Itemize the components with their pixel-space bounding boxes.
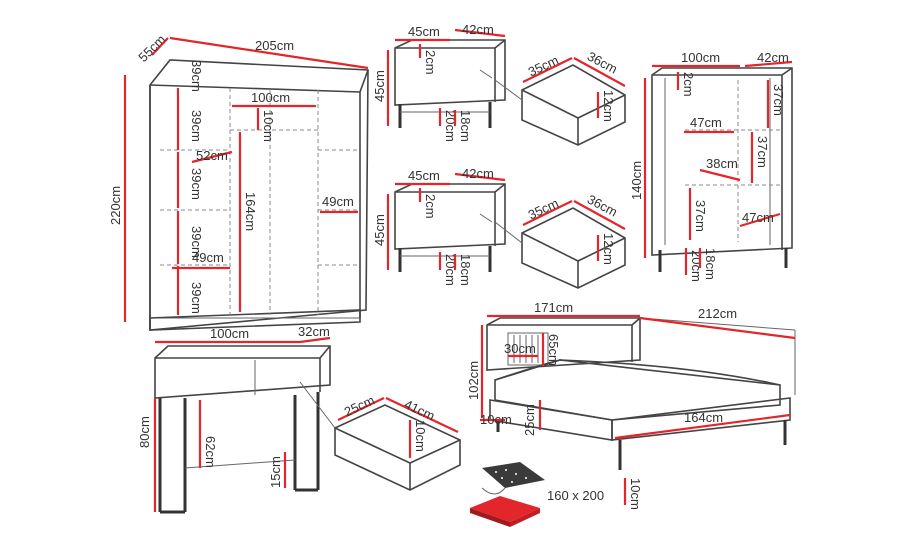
nightstand-top-depth: 42cm bbox=[462, 22, 494, 37]
nightstand-bottom-width: 45cm bbox=[408, 168, 440, 183]
bookcase-shelf-h2: 37cm bbox=[755, 136, 770, 168]
wardrobe-width-label: 205cm bbox=[255, 38, 294, 53]
bookcase-top-thickness: 2cm bbox=[681, 72, 696, 97]
wardrobe-shelf-height-1: 39cm bbox=[189, 110, 204, 142]
nightstand-bottom-height: 45cm bbox=[372, 214, 387, 246]
bookcase-shelf-w2: 38cm bbox=[706, 156, 738, 171]
nightstand-top-thickness: 2cm bbox=[423, 50, 438, 75]
drawer-bottom: 35cm 36cm 12cm bbox=[494, 191, 626, 289]
wardrobe: 55cm 205cm 220cm 39cm 39cm 39cm 39cm 39c… bbox=[108, 32, 369, 331]
mattress-icon: 160 x 200 bbox=[470, 462, 604, 527]
wardrobe-top-gap-label: 10cm bbox=[261, 110, 276, 142]
bed-inner-width: 164cm bbox=[684, 410, 723, 425]
wardrobe-depth-label: 55cm bbox=[135, 32, 168, 65]
drawer-bottom-height: 12cm bbox=[601, 233, 616, 265]
bookcase-height: 140cm bbox=[629, 161, 644, 200]
bookcase-width: 100cm bbox=[681, 50, 720, 65]
bed-leg-height: 10cm bbox=[628, 478, 643, 510]
bed-frame-height: 25cm bbox=[522, 404, 537, 436]
wardrobe-shelf-height-4: 39cm bbox=[189, 282, 204, 314]
bookcase-base-height: 18cm bbox=[703, 248, 718, 280]
console-height: 80cm bbox=[137, 416, 152, 448]
wardrobe-shelf-width-left2: 49cm bbox=[192, 250, 224, 265]
bookcase-shelf-w1: 47cm bbox=[690, 115, 722, 130]
bookcase-shelf-w3: 47cm bbox=[742, 210, 774, 225]
console-bar-height: 15cm bbox=[268, 456, 283, 488]
console-drawer-depth: 25cm bbox=[342, 392, 377, 419]
bookcase-shelf-h3: 37cm bbox=[693, 200, 708, 232]
drawer-top: 35cm 36cm 12cm bbox=[494, 48, 626, 146]
drawer-top-depth: 35cm bbox=[526, 52, 561, 79]
nightstand-bottom-depth: 42cm bbox=[462, 166, 494, 181]
wardrobe-shelf-height-2: 39cm bbox=[189, 168, 204, 200]
console-drawer-height: 10cm bbox=[413, 420, 428, 452]
wardrobe-shelf-height-3: 39cm bbox=[189, 226, 204, 258]
console-table: 100cm 32cm 80cm 62cm 15cm bbox=[137, 324, 336, 514]
nightstand-top-drawer-front: 18cm bbox=[458, 110, 473, 142]
nightstand-top: 45cm 42cm 45cm 2cm 20cm 18cm bbox=[372, 22, 506, 142]
bookcase-depth: 42cm bbox=[757, 50, 789, 65]
wardrobe-hanging-height-label: 164cm bbox=[243, 192, 258, 231]
nightstand-top-width: 45cm bbox=[408, 24, 440, 39]
bed-headboard-height: 102cm bbox=[466, 361, 481, 400]
bed-panel-height: 65cm bbox=[546, 334, 561, 366]
bookcase-shelf-h1: 37cm bbox=[771, 84, 786, 116]
wardrobe-rail-width-label: 100cm bbox=[251, 90, 290, 105]
bed-side-gap: 10cm bbox=[480, 412, 512, 427]
nightstand-bottom: 45cm 42cm 45cm 2cm 20cm 18cm bbox=[372, 166, 506, 286]
console-drawer: 25cm 41cm 10cm bbox=[334, 392, 461, 491]
bookcase-leg-height: 20cm bbox=[689, 250, 704, 282]
bookcase: 100cm 42cm 140cm 2cm 37cm 47cm 37cm 38cm… bbox=[629, 50, 793, 282]
console-width: 100cm bbox=[210, 326, 249, 341]
bed-length: 212cm bbox=[698, 306, 737, 321]
mattress-size-label: 160 x 200 bbox=[547, 488, 604, 503]
drawer-bottom-depth: 35cm bbox=[526, 195, 561, 222]
wardrobe-shelf-width-right: 49cm bbox=[322, 194, 354, 209]
wardrobe-shelf-height-5: 39cm bbox=[189, 60, 204, 92]
console-inner-height: 62cm bbox=[203, 436, 218, 468]
nightstand-bottom-drawer-front: 18cm bbox=[458, 254, 473, 286]
nightstand-bottom-thickness: 2cm bbox=[423, 194, 438, 219]
drawer-top-height: 12cm bbox=[601, 90, 616, 122]
nightstand-top-height: 45cm bbox=[372, 70, 387, 102]
wardrobe-height-label: 220cm bbox=[108, 186, 123, 225]
console-depth: 32cm bbox=[298, 324, 330, 339]
bed-panel-width: 30cm bbox=[504, 341, 536, 356]
wardrobe-shelf-width-left: 52cm bbox=[196, 148, 228, 163]
bed-headboard-width: 171cm bbox=[534, 300, 573, 315]
bed: 171cm 212cm 102cm 30cm 65cm 10cm 25cm 16… bbox=[466, 300, 796, 510]
